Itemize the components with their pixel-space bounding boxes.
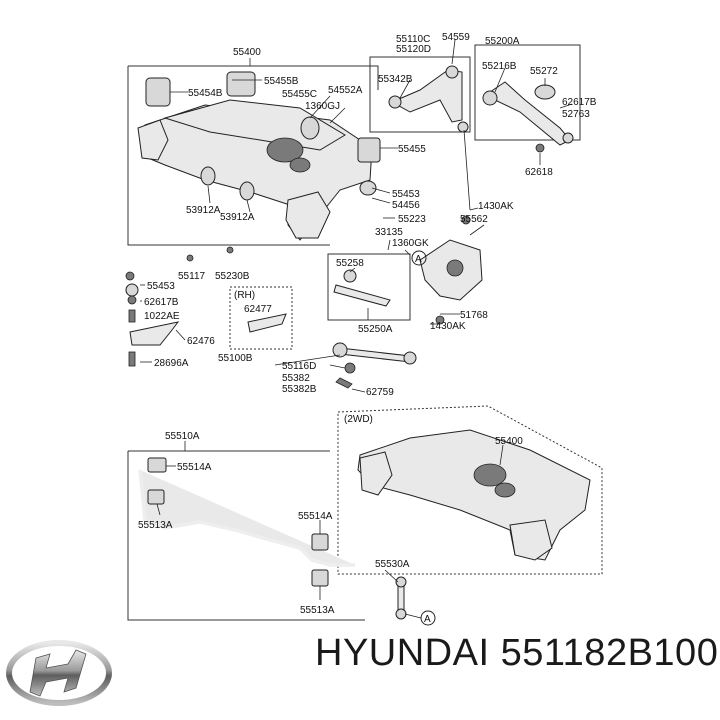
label-55510A: 55510A <box>165 431 200 442</box>
label-55382: 55382 <box>282 373 310 384</box>
2wd-subframe: (2WD) <box>337 405 603 575</box>
label-62618: 62618 <box>525 167 553 178</box>
label-55514A-2: 55514A <box>298 511 333 522</box>
label-62476: 62476 <box>187 336 215 347</box>
label-55120D: 55120D <box>396 44 431 55</box>
label-54552A: 54552A <box>328 85 363 96</box>
label-55200A: 55200A <box>485 36 520 47</box>
label-55562: 55562 <box>460 214 488 225</box>
label-55382B: 55382B <box>282 384 317 395</box>
rear-arm-box <box>474 44 581 141</box>
ref-a-top: A <box>415 254 422 265</box>
link-55250A-assembly <box>327 253 411 321</box>
brand-name: HYUNDAI <box>315 632 490 674</box>
label-55453-left: 55453 <box>147 281 175 292</box>
label-62617B-left: 62617B <box>144 297 179 308</box>
stabilizer-box <box>127 450 365 621</box>
leader-lines <box>140 39 573 619</box>
label-1430AK-bottom: 1430AK <box>430 321 466 332</box>
rh-label: (RH) <box>234 290 255 301</box>
label-55513A-2: 55513A <box>300 605 335 616</box>
label-55230B: 55230B <box>215 271 250 282</box>
label-62759: 62759 <box>366 387 394 398</box>
label-55342B: 55342B <box>378 74 413 85</box>
stabilizer-bar-assembly <box>127 441 407 621</box>
label-1360GK: 1360GK <box>392 238 429 249</box>
label-55100B: 55100B <box>218 353 253 364</box>
rh-box: (RH) <box>229 286 293 350</box>
label-55272: 55272 <box>530 66 558 77</box>
ref-circle-a-top <box>411 250 427 266</box>
label-55513A-1: 55513A <box>138 520 173 531</box>
label-62617B-top: 62617B <box>562 97 597 108</box>
label-54456: 54456 <box>392 200 420 211</box>
label-51768: 51768 <box>460 310 488 321</box>
label-54559: 54559 <box>442 32 470 43</box>
label-1430AK-top: 1430AK <box>478 201 514 212</box>
label-55250A: 55250A <box>358 324 393 335</box>
knuckle <box>419 215 483 325</box>
label-55514A-1: 55514A <box>177 462 212 473</box>
label-1022AE: 1022AE <box>144 311 180 322</box>
rear-arm-assembly <box>474 44 581 153</box>
label-55455C: 55455C <box>282 89 317 100</box>
2wd-label: (2WD) <box>344 414 373 425</box>
brand-part-number: HYUNDAI 551182B100 <box>315 632 718 675</box>
label-55116D: 55116D <box>282 361 316 372</box>
label-28696A: 28696A <box>154 358 189 369</box>
hyundai-logo-icon <box>6 640 112 706</box>
subframe-assembly <box>137 71 381 241</box>
lateral-arm <box>332 342 417 389</box>
label-55455B: 55455B <box>264 76 299 87</box>
left-fasteners <box>125 246 234 367</box>
upper-arm-box <box>369 56 471 133</box>
upper-arm-assembly <box>369 56 471 133</box>
part-number: 551182B100 <box>500 632 719 674</box>
label-55258: 55258 <box>336 258 364 269</box>
main-subframe-box <box>127 65 379 246</box>
ref-a-bottom: A <box>424 614 431 625</box>
label-62477: 62477 <box>244 304 272 315</box>
label-55455: 55455 <box>398 144 426 155</box>
label-53912A-1: 53912A <box>186 205 221 216</box>
label-55530A: 55530A <box>375 559 410 570</box>
label-55223: 55223 <box>398 214 426 225</box>
label-55400: 55400 <box>233 47 261 58</box>
label-55454B: 55454B <box>188 88 223 99</box>
label-52763: 52763 <box>562 109 590 120</box>
label-55400-2wd: 55400 <box>495 436 523 447</box>
part-labels: 55400 55455B 55454B 55455C 54552A 1360GJ… <box>138 32 597 616</box>
label-33135: 33135 <box>375 227 403 238</box>
label-1360GJ: 1360GJ <box>305 101 340 112</box>
label-55216B: 55216B <box>482 61 517 72</box>
label-55117: 55117 <box>178 271 206 282</box>
link-box <box>327 253 411 321</box>
label-55110C: 55110C <box>396 34 430 45</box>
label-53912A-2: 53912A <box>220 212 255 223</box>
label-55453-top: 55453 <box>392 189 420 200</box>
